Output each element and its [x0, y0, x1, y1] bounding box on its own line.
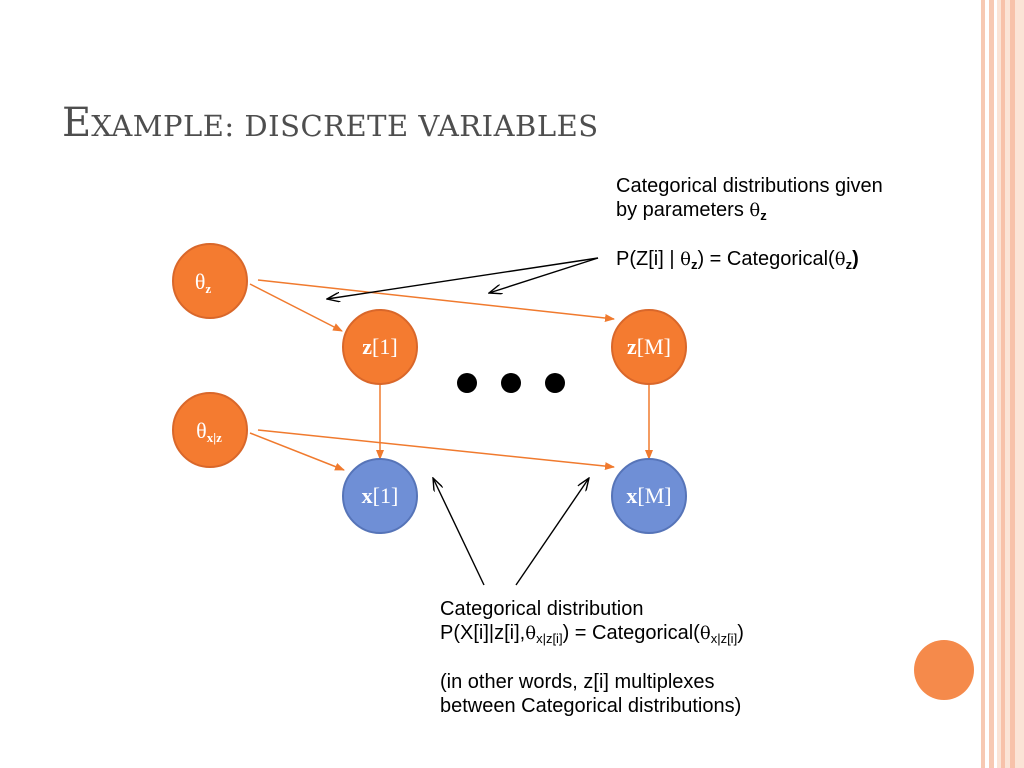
title-first-letter: E	[62, 100, 92, 146]
svg-text:x[1]: x[1]	[362, 483, 399, 508]
decor-stripe	[1001, 0, 1005, 768]
spacer	[440, 646, 744, 670]
annotation-arrow-top-left	[327, 257, 599, 299]
svg-text:θx|z: θx|z	[196, 418, 222, 445]
spacer	[616, 223, 883, 247]
top-annotation-line2: by parameters θz	[616, 199, 767, 223]
svg-text:θz: θz	[195, 269, 212, 296]
title-rest: xample: discrete variables	[91, 109, 599, 143]
annotation-arrow-top-right	[489, 257, 599, 293]
annotation-arrow-bottom-right	[515, 478, 589, 586]
top-annotation: Categorical distributions given by param…	[616, 174, 883, 272]
svg-text:z[1]: z[1]	[362, 334, 397, 359]
ellipsis-dots	[457, 373, 565, 393]
bottom-annotation: Categorical distribution P(X[i]|z[i],θx|…	[440, 597, 744, 718]
top-annotation-formula: P(Z[i] | θz) = Categorical(θz)	[616, 248, 859, 272]
bottom-annotation-line4: between Categorical distributions)	[440, 695, 742, 717]
edge-thetaxz-x1	[249, 432, 345, 471]
node-theta-xz: θx|z	[172, 392, 248, 468]
decor-stripe	[981, 0, 985, 768]
bottom-annotation-line3: (in other words, z[i] multiplexes	[440, 671, 715, 693]
decor-circle	[914, 640, 974, 700]
decor-stripe	[1010, 0, 1015, 768]
node-z1: z[1]	[342, 309, 418, 385]
decor-stripe	[989, 0, 994, 768]
node-zM: z[M]	[611, 309, 687, 385]
top-annotation-line1: Categorical distributions given	[616, 175, 883, 197]
bottom-annotation-formula: P(X[i]|z[i],θx|z[i]) = Categorical(θx|z[…	[440, 622, 744, 646]
node-xM: x[M]	[611, 458, 687, 534]
annotation-arrow-bottom-left	[433, 478, 485, 586]
bottom-annotation-line1: Categorical distribution	[440, 598, 644, 620]
node-theta-z: θz	[172, 243, 248, 319]
slide-title: Example: discrete variables	[62, 100, 599, 146]
edge-thetaz-z1	[249, 283, 343, 332]
edge-thetaz-zM	[257, 279, 615, 322]
svg-text:z[M]: z[M]	[627, 334, 671, 359]
svg-text:x[M]: x[M]	[626, 483, 671, 508]
edge-thetaxz-xM	[257, 429, 615, 471]
node-x1: x[1]	[342, 458, 418, 534]
